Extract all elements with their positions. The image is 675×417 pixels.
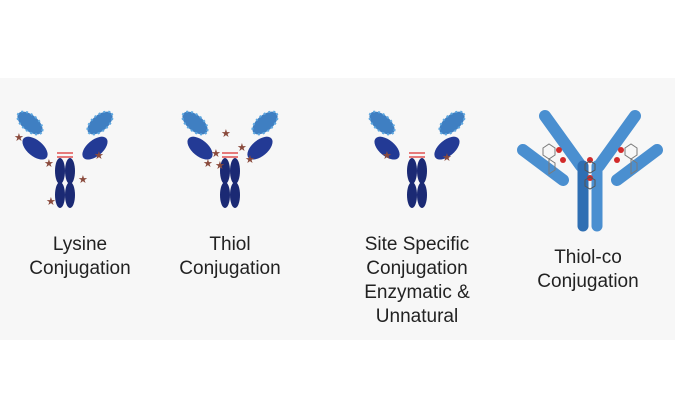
background-band (0, 78, 675, 340)
svg-text:★: ★ (46, 196, 56, 208)
lysine-label: Lysine Conjugation (17, 233, 143, 281)
svg-text:★: ★ (44, 158, 54, 170)
svg-text:★: ★ (382, 150, 392, 162)
svg-text:★: ★ (245, 154, 255, 166)
label-line: Thiol (209, 234, 251, 255)
svg-text:★: ★ (237, 142, 247, 154)
thiol-label: Thiol Conjugation (167, 233, 293, 281)
antibody-icon: ★ ★ (368, 110, 466, 208)
antibody-icon: ★ ★ ★ ★ ★ ★ (181, 110, 279, 208)
site-specific-label: Site Specific Conjugation Enzymatic & Un… (350, 233, 484, 329)
label-line: Conjugation (537, 271, 639, 292)
svg-text:★: ★ (14, 132, 24, 144)
label-line: Site Specific (364, 234, 470, 255)
label-line: Conjugation (179, 258, 281, 279)
label-line: Conjugation (29, 258, 131, 279)
thiol-co-antibody-figure (515, 108, 665, 238)
svg-text:★: ★ (203, 158, 213, 170)
thiol-antibody-figure: ★ ★ ★ ★ ★ ★ (175, 105, 285, 215)
antibody-icon: ★ ★ ★ ★ ★ (14, 110, 114, 208)
label-line: Conjugation (366, 258, 468, 279)
svg-text:★: ★ (442, 152, 452, 164)
lysine-antibody-figure: ★ ★ ★ ★ ★ (10, 105, 120, 215)
svg-text:★: ★ (221, 128, 231, 140)
thiol-co-label: Thiol-co Conjugation (518, 246, 658, 294)
label-line: Enzymatic & (364, 282, 470, 303)
svg-text:★: ★ (215, 160, 225, 172)
svg-text:★: ★ (94, 150, 104, 162)
svg-text:★: ★ (78, 174, 88, 186)
label-line: Thiol-co (554, 247, 622, 268)
antibody-icon (517, 110, 663, 232)
svg-text:★: ★ (211, 148, 221, 160)
site-specific-antibody-figure: ★ ★ (362, 105, 472, 215)
label-line: Unnatural (375, 306, 459, 327)
label-line: Lysine (52, 234, 108, 255)
